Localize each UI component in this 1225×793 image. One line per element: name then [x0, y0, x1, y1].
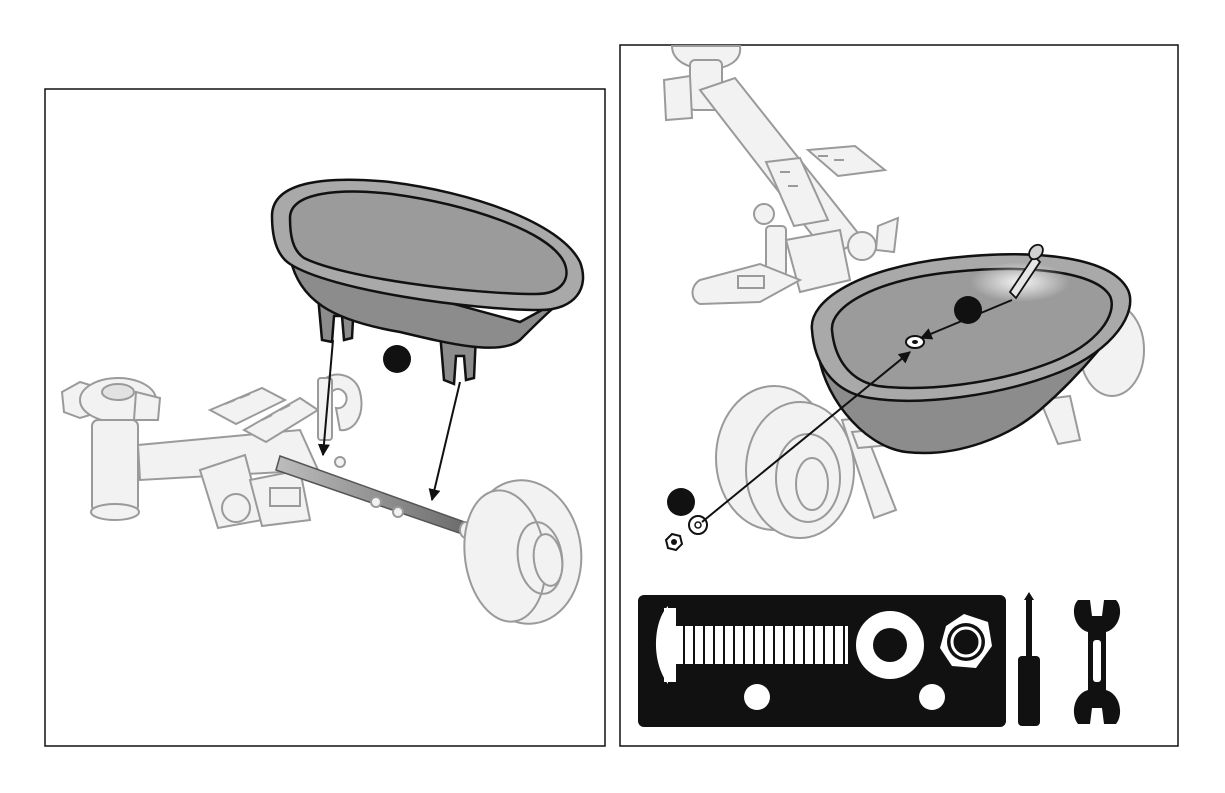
- hardware-card: [638, 595, 1006, 727]
- callout-marker: [954, 296, 982, 324]
- right-panel: [620, 45, 1178, 746]
- washer-piece: [689, 516, 707, 534]
- callout-marker: [919, 684, 945, 710]
- callout-marker: [744, 684, 770, 710]
- nut-piece: [666, 534, 682, 550]
- washer-icon: [856, 611, 924, 679]
- left-panel: [45, 89, 605, 746]
- callout-marker: [383, 345, 411, 373]
- callout-marker: [667, 488, 695, 516]
